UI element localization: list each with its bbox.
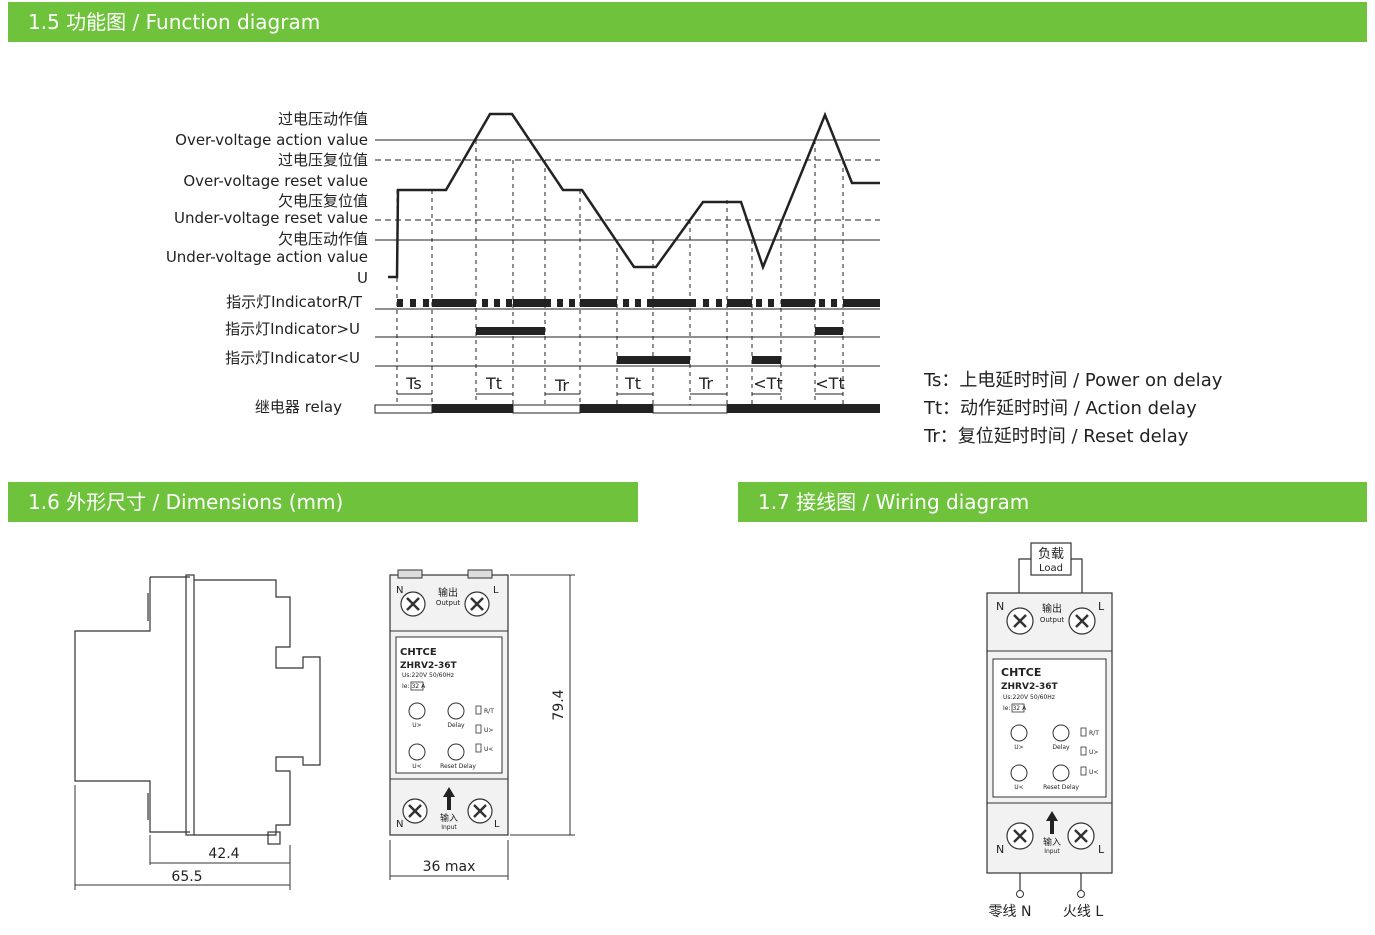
- front-led-over: U>: [484, 727, 493, 734]
- dim-width: 36 max: [423, 859, 476, 875]
- indicator-over-label: 指示灯Indicator>U: [225, 320, 360, 338]
- wiring-device: N L N L 输出 Output 输入 Input CHTCE ZHRV2-3…: [986, 592, 1113, 874]
- dim-depth-inner: 42.4: [208, 846, 239, 862]
- neutral-terminal-point: [1016, 890, 1024, 898]
- interval-tt: Tt: [485, 374, 502, 393]
- front-view: N L N L 输出 Output 输入 Input CHTCE ZHRV2-3…: [389, 569, 509, 836]
- relay-signal: [374, 404, 880, 414]
- ov-action-en: Over-voltage action value: [175, 131, 368, 149]
- wiring-rating: Us:220V 50/60Hz: [1003, 694, 1055, 701]
- interval-tt-short: <Tt: [815, 374, 844, 393]
- uv-action-zh: 欠电压动作值: [278, 230, 368, 248]
- uv-reset-zh: 欠电压复位值: [278, 192, 368, 210]
- front-input-zh: 输入: [440, 812, 458, 824]
- wiring-knob-delay: Delay: [1052, 744, 1070, 751]
- indicator-under-signal: [617, 356, 690, 364]
- section-header-function-diagram: 1.5 功能图 / Function diagram: [8, 2, 1367, 42]
- indicator-rt-label: 指示灯IndicatorR/T: [226, 293, 363, 311]
- wiring-terminal-l-top: L: [1098, 600, 1105, 613]
- front-brand: CHTCE: [400, 647, 437, 658]
- interval-ts: Ts: [405, 374, 421, 393]
- indicator-over-signal: [815, 327, 843, 335]
- legend-ts: Ts：上电延时时间 / Power on delay: [924, 370, 1223, 391]
- front-output-en: Output: [436, 599, 461, 607]
- wiring-brand: CHTCE: [1001, 666, 1041, 679]
- front-output-zh: 输出: [438, 586, 458, 599]
- wiring-terminal-l-bottom: L: [1098, 843, 1105, 856]
- front-terminal-l-bottom: L: [494, 819, 500, 830]
- dim-depth-outer: 65.5: [171, 869, 202, 885]
- indicator-rt-signal: [397, 299, 880, 307]
- wiring-live-label: 火线 L: [1063, 904, 1103, 920]
- uv-reset-en: Under-voltage reset value: [174, 209, 368, 227]
- wiring-terminal-n-top: N: [996, 600, 1004, 613]
- section-header-wiring-diagram: 1.7 接线图 / Wiring diagram: [738, 482, 1367, 522]
- interval-tt-short: <Tt: [753, 374, 782, 393]
- front-model: ZHRV2-36T: [400, 661, 457, 671]
- input-arrow-icon: [1046, 811, 1058, 834]
- load-zh: 负载: [1038, 547, 1064, 562]
- voltage-curve: [388, 111, 880, 279]
- wiring-input-en: Input: [1044, 848, 1060, 855]
- wiring-neutral-label: 零线 N: [989, 904, 1032, 920]
- wiring-led-under: U<: [1089, 769, 1098, 776]
- front-terminal-n-top: N: [396, 585, 403, 596]
- section-header-dimensions: 1.6 外形尺寸 / Dimensions (mm): [8, 482, 638, 522]
- wiring-output-en: Output: [1040, 616, 1065, 624]
- front-terminal-n-bottom: N: [396, 819, 403, 830]
- relay-label: 继电器 relay: [255, 398, 342, 416]
- dimensions-drawing: 42.4 65.5 N L N L 输出 Output 输入 Input CHT…: [74, 569, 575, 890]
- wiring-input-zh: 输入: [1043, 836, 1061, 848]
- wiring-led-over: U>: [1089, 749, 1098, 756]
- indicator-under-label: 指示灯Indicator<U: [225, 349, 360, 367]
- ov-action-zh: 过电压动作值: [278, 110, 368, 128]
- front-knob-u-under: U<: [412, 763, 421, 770]
- front-led-rt: R/T: [484, 708, 494, 715]
- wiring-knob-u-over: U>: [1014, 744, 1023, 751]
- interval-tr: Tr: [698, 374, 713, 393]
- front-knob-u-over: U>: [412, 722, 421, 729]
- load-en: Load: [1039, 563, 1063, 574]
- wiring-knob-reset: Reset Delay: [1043, 784, 1079, 791]
- function-diagram: 过电压动作值 Over-voltage action value 过电压复位值 …: [166, 110, 880, 416]
- input-arrow-icon: [443, 787, 455, 810]
- front-terminal-l-top: L: [493, 585, 499, 596]
- interval-tr: Tr: [554, 376, 569, 395]
- u-label: U: [357, 269, 368, 287]
- ov-reset-en: Over-voltage reset value: [183, 172, 368, 190]
- legend-tr: Tr：复位延时时间 / Reset delay: [924, 426, 1189, 447]
- interval-tt: Tt: [624, 374, 641, 393]
- live-terminal-point: [1077, 890, 1085, 898]
- legend-tt: Tt：动作延时时间 / Action delay: [924, 398, 1197, 419]
- side-view: [74, 574, 321, 845]
- dim-height: 79.4: [551, 689, 567, 720]
- front-knob-reset: Reset Delay: [440, 763, 476, 770]
- load-box: [1030, 542, 1072, 576]
- front-rating: Us:220V 50/60Hz: [402, 672, 454, 679]
- ov-reset-zh: 过电压复位值: [278, 151, 368, 169]
- wiring-output-zh: 输出: [1042, 602, 1062, 615]
- uv-action-en: Under-voltage action value: [166, 248, 368, 266]
- front-knob-delay: Delay: [447, 722, 465, 729]
- front-input-en: Input: [441, 824, 457, 831]
- wiring-led-rt: R/T: [1089, 730, 1099, 737]
- indicator-under-signal: [752, 356, 781, 364]
- wiring-model: ZHRV2-36T: [1001, 682, 1058, 692]
- front-led-under: U<: [484, 746, 493, 753]
- wiring-knob-u-under: U<: [1014, 784, 1023, 791]
- indicator-over-signal: [476, 327, 545, 335]
- wiring-drawing: 负载 Load N L N L 输出 Output 输入 Input CHTCE…: [986, 542, 1113, 920]
- wiring-terminal-n-bottom: N: [996, 843, 1004, 856]
